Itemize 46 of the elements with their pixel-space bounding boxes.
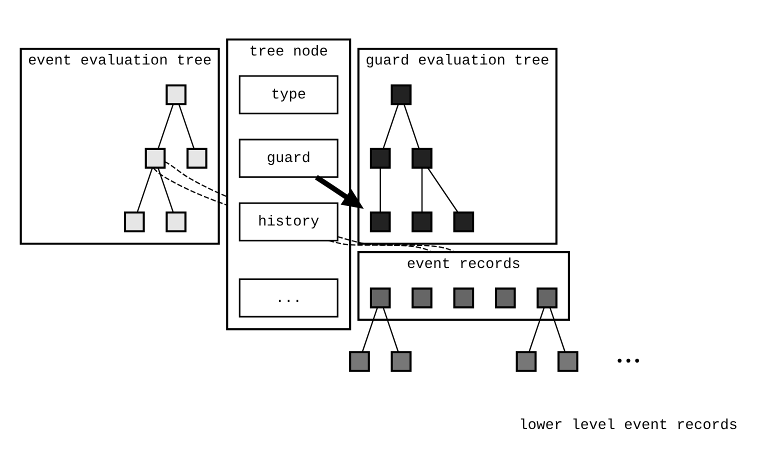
label: lower level event records [518,417,738,434]
node-box [370,210,391,232]
node-box [494,287,516,308]
node-box [390,84,412,105]
connector [338,236,455,252]
connector [136,167,153,212]
node-box [166,210,186,232]
node-box [186,147,208,168]
connector [178,104,195,148]
node-box: guard [238,138,338,178]
node-box: history [238,202,338,241]
connector [328,240,432,252]
node-box [516,350,537,372]
node-box [557,350,578,372]
connector [362,306,378,352]
node-box: ... [238,278,338,317]
node-box [453,210,474,232]
node-box [144,147,166,168]
connector [158,167,174,212]
connector [382,104,399,148]
connector [549,306,566,352]
node-box [166,84,186,105]
node-box [412,287,432,308]
node-box [349,350,370,372]
connector [382,306,399,352]
connector [528,306,545,352]
node-box [453,287,474,308]
node-box [412,147,432,168]
node-box [412,210,432,232]
cluster: event records [357,250,570,320]
connector [164,160,228,197]
node-box: type [238,74,338,114]
connector [421,167,423,212]
label: ••• [615,354,642,370]
node-box [370,287,391,308]
connector [427,167,458,212]
node-box [390,350,412,372]
connector [158,104,174,148]
connector [403,104,420,148]
cluster: event evaluation tree [20,47,220,244]
connector [152,167,228,206]
cluster: guard evaluation tree [357,47,558,244]
node-box [124,210,145,232]
connector [380,167,381,212]
node-box [536,287,558,308]
node-box [370,147,391,168]
